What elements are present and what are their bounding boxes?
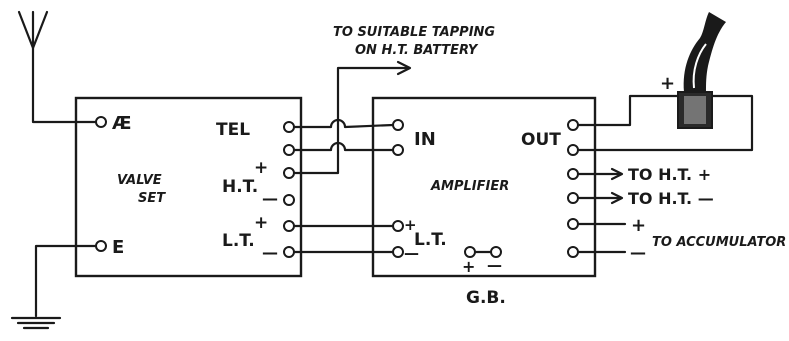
to-accumulator-label: TO ACCUMULATOR [652,235,786,250]
out-terminal-1 [567,119,579,131]
amp-lt-minus-sign: — [404,244,419,262]
in-terminal-2 [392,144,404,156]
valve-label-line2: SET [138,191,166,206]
acc-plus-terminal [567,218,579,230]
ht-plus-terminal [283,167,295,179]
gb-plus-sign: + [462,257,475,276]
gb-minus-sign: — [487,256,502,274]
speaker-plus-sign: + [660,73,675,94]
to-ht-plus-label: TO H.T. + [628,165,711,184]
amp-lt-label: L.T. [414,230,447,250]
aerial-symbol [17,10,98,124]
amp-lt-minus-terminal [392,246,404,258]
output-wires [576,94,754,254]
in-label: IN [414,129,436,150]
aerial-terminal [95,116,107,128]
valve-set-box [74,96,303,278]
to-ht-minus-label: TO H.T. — [628,189,714,208]
ht-minus-terminal [283,194,295,206]
ht-minus-sign: — [262,189,278,208]
acc-minus-sign: — [630,243,646,262]
acc-plus-sign: + [631,215,646,236]
tapping-label-line1: TO SUITABLE TAPPING [333,25,495,40]
lt-plus-terminal [283,220,295,232]
amplifier-label: AMPLIFIER [430,179,509,194]
gb-label: G.B. [466,288,506,308]
to-ht-minus-terminal [567,192,579,204]
acc-minus-terminal [567,246,579,258]
amp-lt-plus-terminal [392,220,404,232]
tel-terminal-2 [283,144,295,156]
lt-minus-terminal [283,246,295,258]
earth-terminal [95,240,107,252]
loudspeaker-icon [677,12,726,129]
interconnect-wires [292,60,412,254]
lt-plus-sign: + [254,213,268,233]
out-terminal-2 [567,144,579,156]
amplifier-box [371,96,597,278]
lt-label: L.T. [222,231,255,251]
ht-label: H.T. [222,177,258,197]
gb-terminal-plus [464,246,476,258]
aerial-label: Æ [112,113,132,134]
amp-lt-plus-sign: + [404,216,417,234]
ht-plus-sign: + [254,158,268,178]
to-ht-plus-terminal [567,168,579,180]
lt-minus-sign: — [262,243,278,262]
out-label: OUT [521,130,561,150]
earth-symbol [10,244,98,330]
earth-label: E [112,237,124,258]
tel-terminal-1 [283,121,295,133]
valve-label-line1: VALVE [117,173,162,188]
tapping-label-line2: ON H.T. BATTERY [355,43,479,58]
in-terminal-1 [392,119,404,131]
tel-label: TEL [216,120,250,140]
